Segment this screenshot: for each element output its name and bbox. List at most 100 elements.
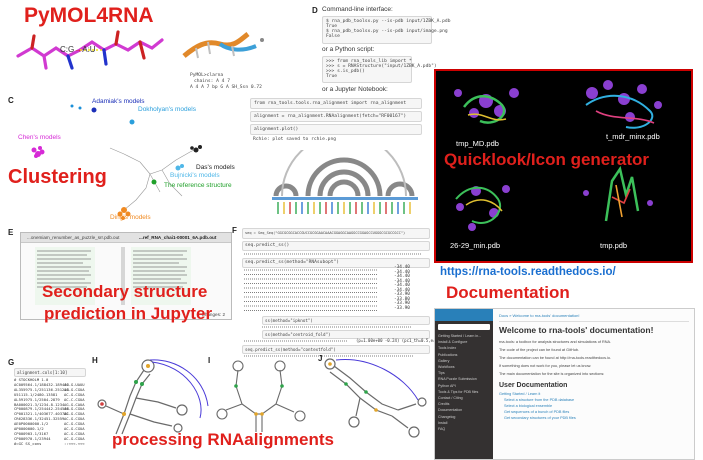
alignment-seq: AG-G-CAUA — [64, 401, 85, 407]
docs-sidebar-item[interactable]: Tools Index — [438, 346, 457, 351]
docs-sidebar-item[interactable]: Gallery — [438, 358, 450, 363]
alignment-seq: AC-G-CGUA — [64, 421, 85, 427]
python-label: or a Python script: — [322, 46, 375, 53]
cluster-label-bujnicki: Bujnicki's models — [170, 172, 220, 179]
notebook-label: or a Jupyter Notebook: — [322, 86, 388, 93]
predict-cell-4[interactable]: ss(method="centroid_fold") — [262, 330, 430, 339]
predict-code-line: seq.predict_ss(method="RNAsubopt") — [245, 260, 340, 265]
alignment-seq: AC-C-CGUA — [64, 396, 85, 402]
docs-search-input[interactable] — [438, 324, 490, 330]
diff-lines — [35, 247, 191, 305]
docs-sidebar-item[interactable]: Install & Configure — [438, 340, 468, 345]
predict-cell-5[interactable]: seq.predict_ss(method="contextfold") — [242, 345, 430, 354]
docs-sidebar-item[interactable]: Tips — [438, 371, 445, 376]
quicklook-renders — [454, 80, 662, 231]
docs-sidebar-header — [435, 309, 493, 321]
alignment-id: #=GC SS_cons — [14, 440, 42, 446]
predict-cell-3[interactable]: ss(method="ipknot") — [262, 316, 430, 325]
alignment-id: AL355975.1/251136-251218 — [14, 386, 69, 392]
docs-sidebar-item[interactable]: Tools & Tips for PDB files — [438, 389, 479, 394]
panel-letter-e: E — [8, 228, 14, 237]
diff-viewer-tabs: ...onemiam_renumber_as_puzzle_srr.pdb.ou… — [21, 233, 231, 243]
pymol-console-line1: chains: A 4 7 — [194, 79, 230, 84]
quicklook-label-3: 26-29_min.pdb — [450, 241, 501, 250]
quicklook-label-2: t_mdr_minx.pdb — [606, 132, 660, 141]
panel-letter-c: C — [8, 96, 14, 105]
rchie-arc-plot — [272, 150, 418, 214]
cli-code-line: $ rna_pdb_toolsx.py --is-pdb input/1ZBK_… — [326, 19, 451, 24]
docs-sidebar-item[interactable]: Contact / Citing — [438, 396, 463, 401]
docs-bullet-item[interactable]: Select a structure from the PDB database — [504, 398, 575, 402]
nb-code-line: alignment = rna_alignment.RNAalignment(f… — [254, 114, 407, 119]
quicklook-label-1: tmp_MD.pdb — [456, 139, 499, 148]
alignment-seq: AC-G-CGUA — [64, 426, 85, 432]
docs-sidebar-item[interactable]: FAQ — [438, 427, 446, 432]
notebook-cell-1[interactable]: from rna_tools.tools.rna_alignment impor… — [250, 98, 422, 109]
predict-code-line: ss(method="centroid_fold") — [265, 332, 331, 337]
cluster-label-dokholyan: Dokholyan's models — [138, 106, 196, 113]
notebook-output: Rchie: plot saved to rchie.png — [253, 137, 336, 142]
docs-breadcrumb[interactable]: Docs » Welcome to rna-tools' documentati… — [499, 313, 580, 318]
docs-body-line: The documentation can be found at http:/… — [499, 356, 612, 360]
alignment-seq: AC-G-CGUA — [64, 435, 85, 441]
predict-cell-1[interactable]: seq.predict_ss() — [242, 241, 430, 251]
docs-sidebar-item[interactable]: Credits — [438, 402, 450, 407]
docs-bullet-item[interactable]: Select a biological ensemble — [504, 404, 553, 408]
alignment-seq: AG-G-CGUA — [64, 386, 85, 392]
cli-code-line: False — [326, 34, 340, 39]
alignment-id: AP0000000.1/2 — [14, 426, 44, 432]
py-code-line: >>> s.is_pdb() — [326, 69, 365, 74]
centroid-output — [244, 340, 348, 342]
docs-content: Docs » Welcome to rna-tools' documentati… — [499, 313, 689, 421]
docs-page-title: Welcome to rna-tools' documentation! — [499, 325, 654, 335]
energy-value: -34.40 — [394, 287, 410, 293]
pymol4rna-title: PyMOL4RNA — [24, 4, 154, 27]
arrow-icon: → — [74, 45, 83, 54]
processing-alignments-title: processing RNAalignments — [112, 430, 334, 449]
cli-code-box: $ rna_pdb_toolsx.py --is-pdb input/1ZBK_… — [322, 16, 451, 44]
py-code-line: >>> s = RNAStructure("input/1ZBK_A.pdb") — [326, 64, 437, 69]
rna-2d-drawing-h — [97, 359, 209, 435]
alignment-cols-cell[interactable]: alignment.cols[1:10] — [14, 368, 86, 377]
docs-bullet-item[interactable]: Getting Started / Learn it — [499, 392, 541, 396]
alignment-row: AE0P0000000.1/2 AC-G-CGUA — [14, 421, 85, 427]
diff-viewer-window: ...onemiam_renumber_as_puzzle_srr.pdb.ou… — [20, 232, 232, 320]
cluster-label-reference: The reference structure — [164, 182, 232, 189]
notebook-cell-3[interactable]: alignment.plot() — [250, 124, 422, 135]
seq-code-line: seq = Seq_Seq("GGCGCGGCACCGUCCGCGGAACAAA… — [245, 231, 406, 235]
py-code-line: >>> from rna_tools_lib import * — [326, 59, 412, 64]
rna-stick-model-image — [16, 30, 164, 70]
docs-sidebar-item[interactable]: Install — [438, 420, 448, 425]
docs-sidebar-item[interactable]: Python API — [438, 383, 456, 388]
alignment-seq: AC-G-UAUU — [64, 381, 85, 387]
docs-sidebar-item[interactable]: Documentation — [438, 408, 463, 413]
docs-bullet-item[interactable]: Get sequences of a bunch of PDB files — [504, 410, 570, 414]
predict-cell-2[interactable]: seq.predict_ss(method="RNAsubopt") — [242, 258, 430, 268]
diff-tab-left[interactable]: ...onemiam_renumber_as_puzzle_srr.pdb.ou… — [27, 235, 120, 240]
diff-tab-right[interactable]: ...ref_RNA_chai1-00001_6A.pdb.out — [139, 235, 217, 240]
seq-cell[interactable]: seq = Seq_Seq("GGCGCGGCACCGUCCGCGGAACAAA… — [242, 228, 430, 239]
panel-letter-d: D — [312, 6, 318, 15]
docs-sidebar-item[interactable]: Changelog — [438, 414, 456, 419]
docs-sidebar-item[interactable]: RNA Puzzle Submission — [438, 377, 477, 382]
panel-letter-j: J — [318, 354, 323, 363]
cluster-label-chen: Chen's models — [18, 134, 61, 141]
alignment-id: AE0P0000000.1/2 — [14, 421, 49, 427]
predict-code-line: seq.predict_ss() — [245, 243, 290, 248]
quicklook-panel: tmp_MD.pdb t_mdr_minx.pdb 26-29_min.pdb … — [434, 69, 693, 263]
panel-letter-g: G — [8, 358, 15, 367]
docs-sidebar-item[interactable]: Getting Started / Learn in... — [438, 334, 482, 338]
alignment-id: CP001321.1/403677-403781 — [14, 411, 69, 417]
energy-value: -34.40 — [394, 283, 410, 288]
alignment-seq: AC-G-CGUA — [64, 430, 85, 436]
panel-letter-i: I — [208, 356, 211, 365]
python-code-box: >>> from rna_tools_lib import * >>> s = … — [322, 56, 437, 83]
secondary-structure-title-line1: Secondary structure — [42, 282, 208, 301]
docs-body-line: The code of the project can be found at … — [499, 348, 579, 352]
docs-url-link[interactable]: https://rna-tools.readthedocs.io/ — [440, 266, 616, 278]
docs-bullet-item[interactable]: Get secondary structures of your PDB fil… — [504, 416, 576, 420]
docs-sidebar-item[interactable]: Workflows — [438, 365, 455, 370]
docs-sidebar-item[interactable]: Publications — [438, 352, 458, 357]
notebook-cell-2[interactable]: alignment = rna_alignment.RNAalignment(f… — [250, 111, 422, 122]
docs-screenshot: Getting Started / Learn in... Install & … — [434, 308, 695, 460]
